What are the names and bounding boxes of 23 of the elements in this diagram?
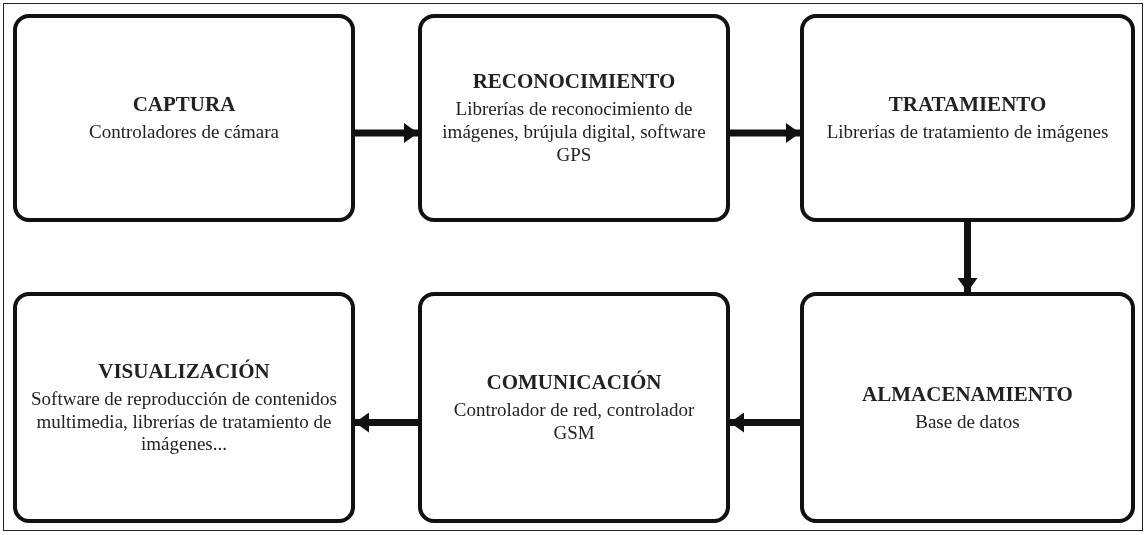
box-heading: COMUNICACIÓN	[486, 370, 662, 396]
box-description: Base de datos	[915, 410, 1020, 434]
box-description: Software de reproducción de contenidos multimedia, librerías de tratamiento de imágenes...	[31, 387, 337, 457]
box-heading: TRATAMIENTO	[888, 92, 1047, 118]
arrow	[355, 412, 418, 433]
box-description: Controlador de red, controlador GSM	[452, 399, 696, 445]
process-box	[13, 14, 355, 222]
arrow	[355, 123, 418, 143]
arrow	[957, 222, 978, 292]
box-heading: RECONOCIMIENTO	[472, 69, 676, 95]
box-heading: ALMACENAMIENTO	[862, 381, 1073, 407]
box-description: Librerías de tratamiento de imágenes	[826, 121, 1109, 144]
process-box	[418, 292, 730, 523]
process-box	[13, 292, 355, 523]
arrow	[730, 123, 800, 143]
process-box	[800, 14, 1135, 222]
box-heading: CAPTURA	[132, 92, 236, 118]
box-heading: VISUALIZACIÓN	[98, 358, 270, 384]
box-description: Controladores de cámara	[89, 121, 279, 144]
arrow	[730, 412, 800, 433]
process-box	[418, 14, 730, 222]
process-box	[800, 292, 1135, 523]
box-description: Librerías de reconocimiento de imágenes, brújula digital, software GPS	[441, 98, 707, 167]
